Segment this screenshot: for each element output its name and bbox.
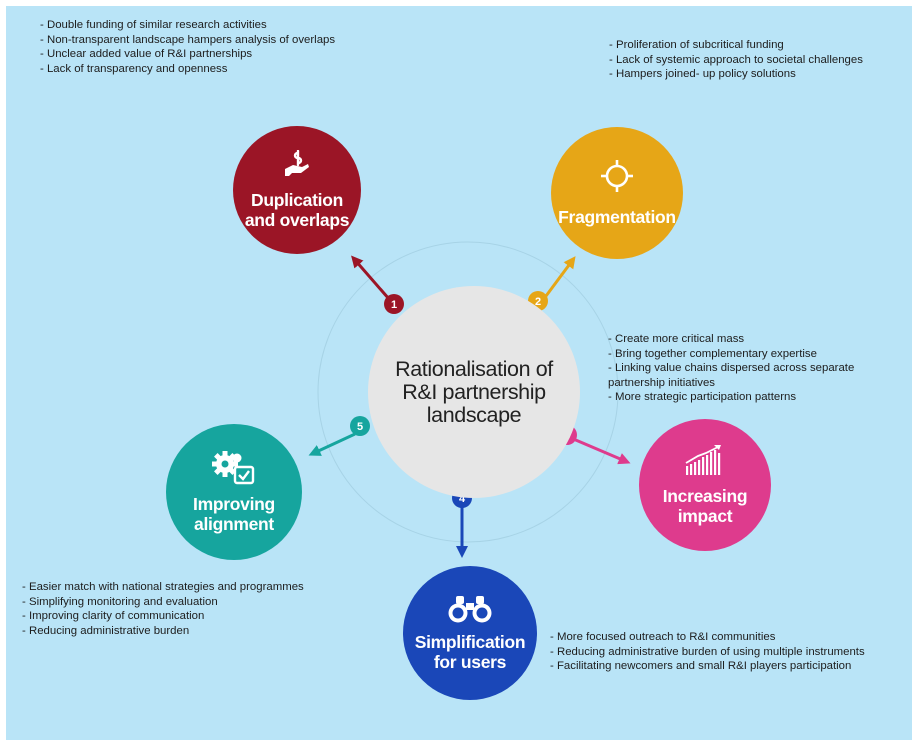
node-duplication-label: Duplication and overlaps <box>244 190 350 230</box>
bullet-item: Hampers joined- up policy solutions <box>609 67 863 82</box>
bullet-item: Proliferation of subcritical funding <box>609 38 863 53</box>
node-fragmentation-label: Fragmentation <box>558 207 676 227</box>
node-improving-alignment-label: Improving alignment <box>193 494 275 534</box>
node-fragmentation: Fragmentation <box>551 127 683 259</box>
gears-check-icon <box>212 451 255 485</box>
bullets-simplification: More focused outreach to R&I communities… <box>550 630 865 674</box>
node-increasing-impact-label: Increasing impact <box>662 486 748 526</box>
bullet-item: Improving clarity of communication <box>22 609 304 624</box>
badge-4-number: 4 <box>459 493 466 505</box>
badge-5: 5 <box>350 416 370 436</box>
bullet-item: More focused outreach to R&I communities <box>550 630 865 645</box>
bullet-item: Reducing administrative burden of using … <box>550 645 865 660</box>
badge-5-number: 5 <box>357 421 363 433</box>
node-duplication: Duplication and overlaps <box>233 126 361 254</box>
binoculars-icon <box>448 596 492 623</box>
crosshair-icon <box>601 160 633 192</box>
arrow-2 <box>544 256 576 297</box>
bullet-item: Unclear added value of R&I partnerships <box>40 47 335 62</box>
node-simplification: Simplification for users <box>403 566 537 700</box>
bullet-item: More strategic participation patterns <box>608 390 908 405</box>
center-circle: Rationalisation of R&I partnership lands… <box>368 286 580 498</box>
bullets-increasing-impact: Create more critical mass Bring together… <box>608 332 908 405</box>
bullet-item: Lack of systemic approach to societal ch… <box>609 53 863 68</box>
node-increasing-impact: Increasing impact <box>639 419 771 551</box>
bullet-item: Reducing administrative burden <box>22 624 304 639</box>
node-improving-alignment: Improving alignment <box>166 424 302 560</box>
bullet-item: Lack of transparency and openness <box>40 62 335 77</box>
hand-dollar-icon <box>285 150 309 176</box>
badge-2-number: 2 <box>535 296 541 308</box>
bullets-improving-alignment: Easier match with national strategies an… <box>22 580 304 638</box>
badge-1: 1 <box>384 294 404 314</box>
bullet-item: Linking value chains dispersed across se… <box>608 361 908 390</box>
node-simplification-label: Simplification for users <box>414 632 526 672</box>
center-title: Rationalisation of R&I partnership lands… <box>395 356 553 427</box>
badge-1-number: 1 <box>391 299 397 311</box>
diagram-canvas: 1 2 3 4 5 Rationalisation of R&I partner… <box>6 6 912 740</box>
growth-chart-icon <box>685 445 721 475</box>
arrow-1 <box>351 255 391 300</box>
bullets-fragmentation: Proliferation of subcritical funding Lac… <box>609 38 863 82</box>
bullet-item: Double funding of similar research activ… <box>40 18 335 33</box>
bullet-item: Facilitating newcomers and small R&I pla… <box>550 659 865 674</box>
bullet-item: Bring together complementary expertise <box>608 347 908 362</box>
bullet-item: Create more critical mass <box>608 332 908 347</box>
bullet-item: Non-transparent landscape hampers analys… <box>40 33 335 48</box>
bullet-item: Simplifying monitoring and evaluation <box>22 595 304 610</box>
bullets-duplication: Double funding of similar research activ… <box>40 18 335 76</box>
arrow-3 <box>570 436 631 465</box>
arrow-5 <box>308 432 356 456</box>
bullet-item: Easier match with national strategies an… <box>22 580 304 595</box>
